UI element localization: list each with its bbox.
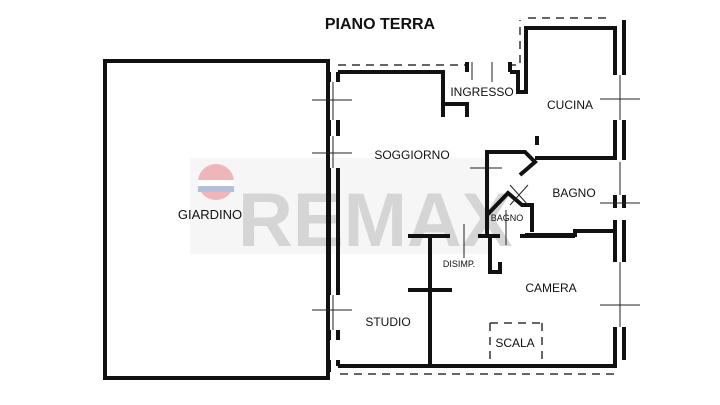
room-label-cucina: CUCINA: [547, 98, 593, 112]
room-label-giardino: GIARDINO: [178, 207, 242, 222]
watermark-text: REMAX: [238, 178, 513, 263]
room-label-camera: CAMERA: [525, 281, 576, 295]
plan-title: PIANO TERRA: [325, 16, 436, 33]
balloon-logo-icon: [198, 164, 234, 200]
room-label-soggiorno: SOGGIORNO: [374, 148, 449, 162]
room-label-studio: STUDIO: [365, 315, 410, 329]
walls: [327, 20, 626, 372]
scala-outline: [489, 322, 543, 365]
room-label-bagno-small: BAGNO: [491, 213, 524, 223]
room-label-scala: SCALA: [495, 336, 534, 350]
room-label-ingresso: INGRESSO: [450, 85, 513, 99]
room-label-bagno: BAGNO: [552, 186, 595, 200]
room-label-disimpegno: DISIMP.: [443, 259, 475, 269]
